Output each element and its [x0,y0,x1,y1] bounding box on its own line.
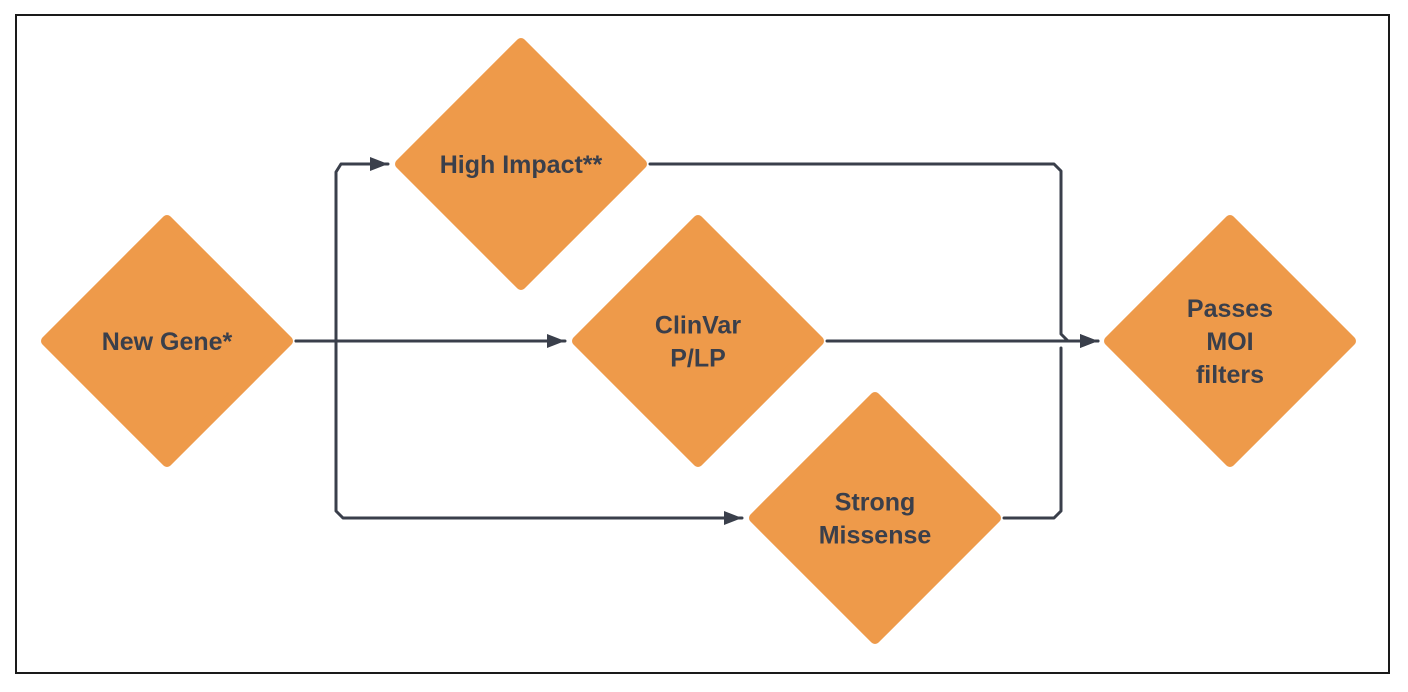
node-label: Strong [835,489,916,517]
node-label: MOI [1206,328,1253,356]
node-label: Missense [819,522,932,550]
connector-line [294,162,390,343]
connector-new-gene-to-clinvar [294,334,567,348]
diamond-shape [41,215,293,467]
connectors-layer [294,157,1100,525]
arrowhead-icon [370,157,388,171]
connector-line [334,339,744,520]
node-label: New Gene* [102,328,233,356]
node-label: filters [1196,361,1264,389]
nodes-layer: New Gene*High Impact**ClinVarP/LPStrongM… [41,38,1356,644]
node-label: High Impact** [440,151,603,179]
node-new-gene: New Gene* [41,215,293,467]
arrowhead-icon [547,334,565,348]
arrowhead-icon [724,511,742,525]
diamond-shape [395,38,647,290]
diamond-shape [572,215,824,467]
node-high-impact: High Impact** [395,38,647,290]
connector-line [1002,346,1063,520]
diamond-shape [1104,215,1356,467]
node-label: P/LP [670,345,726,373]
connector-strong-missense-to-passes-moi [1002,346,1063,520]
diamond-shape [749,392,1001,644]
node-label: ClinVar [655,312,741,340]
connector-new-gene-to-strong-missense [334,339,744,525]
node-label: Passes [1187,295,1273,323]
connector-new-gene-to-high-impact [294,157,390,343]
connector-clinvar-to-passes-moi [825,334,1100,348]
arrowhead-icon [1080,334,1098,348]
